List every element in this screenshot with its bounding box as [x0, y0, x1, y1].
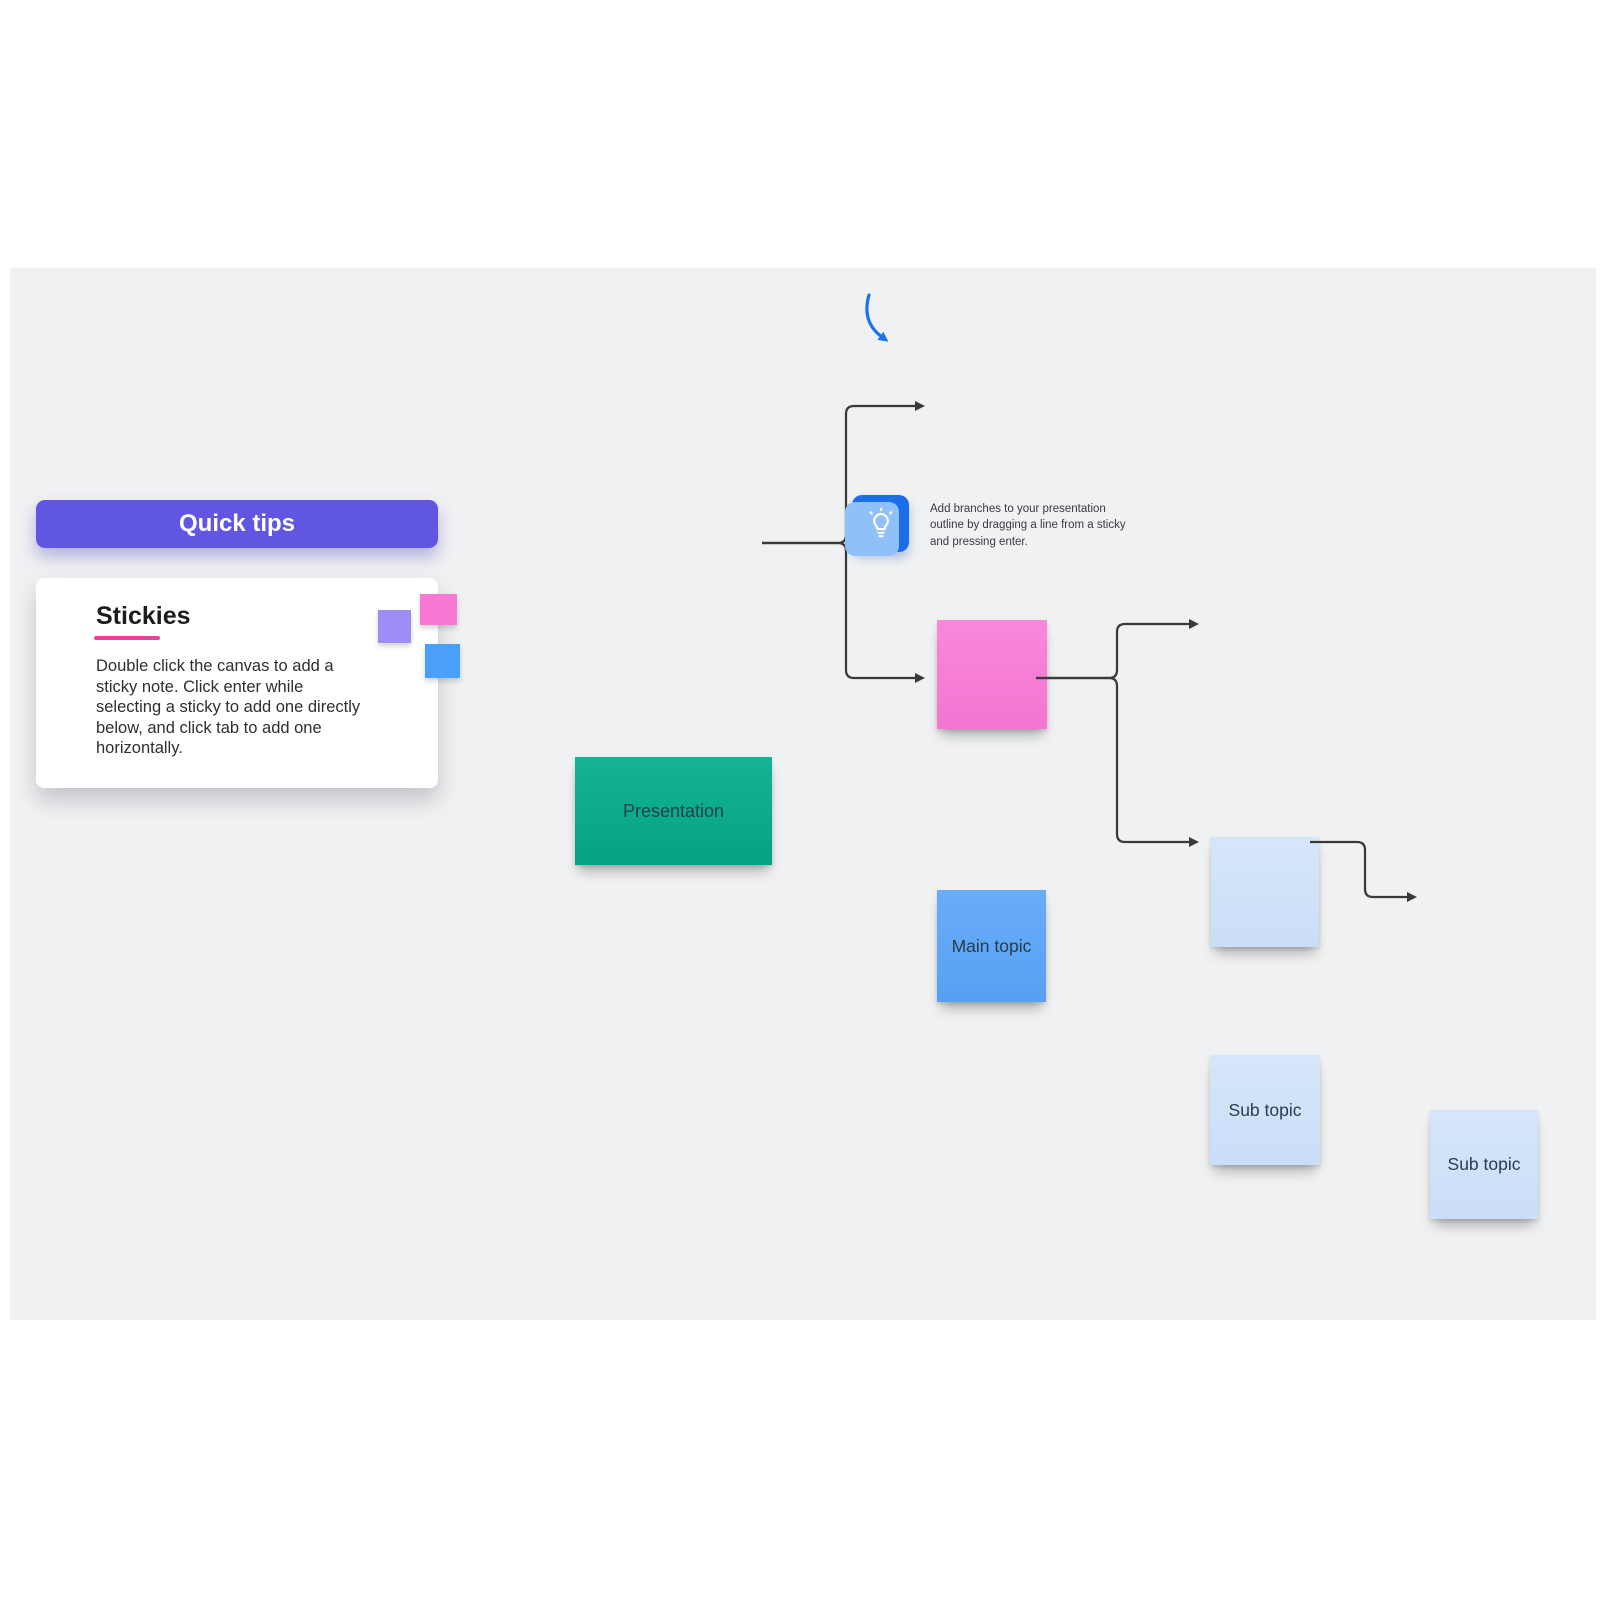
title-underline [94, 636, 160, 640]
lightbulb-glyph [869, 507, 892, 537]
connector-main-bluesticky [1036, 619, 1199, 680]
connector-presentation-main [762, 541, 925, 683]
connector-subtopic1-subtopic2 [1310, 840, 1417, 902]
hint-curved-arrow [865, 293, 889, 342]
node-sub-topic-2[interactable]: Sub topic [1430, 1110, 1538, 1219]
whiteboard-canvas[interactable]: Quick tips Stickies Double click the can… [10, 268, 1596, 1320]
mini-sticky-purple [378, 610, 411, 643]
node-main-topic[interactable]: Main topic [937, 890, 1046, 1002]
connector-main-subtopic1 [1036, 676, 1199, 847]
stickies-tip-card[interactable]: Stickies Double click the canvas to add … [36, 578, 460, 788]
card-title: Stickies [96, 602, 191, 630]
node-presentation[interactable]: Presentation [575, 757, 772, 865]
mini-sticky-blue [425, 644, 460, 678]
node-blue-sticky-empty[interactable] [1211, 837, 1319, 947]
card-body-text: Double click the canvas to add a sticky … [96, 657, 361, 758]
mini-sticky-pink [420, 594, 457, 625]
hint-text: Add branches to your presentation outlin… [930, 503, 1126, 548]
quick-tips-header[interactable]: Quick tips [36, 500, 438, 548]
node-sub-topic-1[interactable]: Sub topic [1210, 1055, 1320, 1165]
node-pink-sticky[interactable] [937, 620, 1047, 729]
lightbulb-icon [845, 495, 909, 556]
